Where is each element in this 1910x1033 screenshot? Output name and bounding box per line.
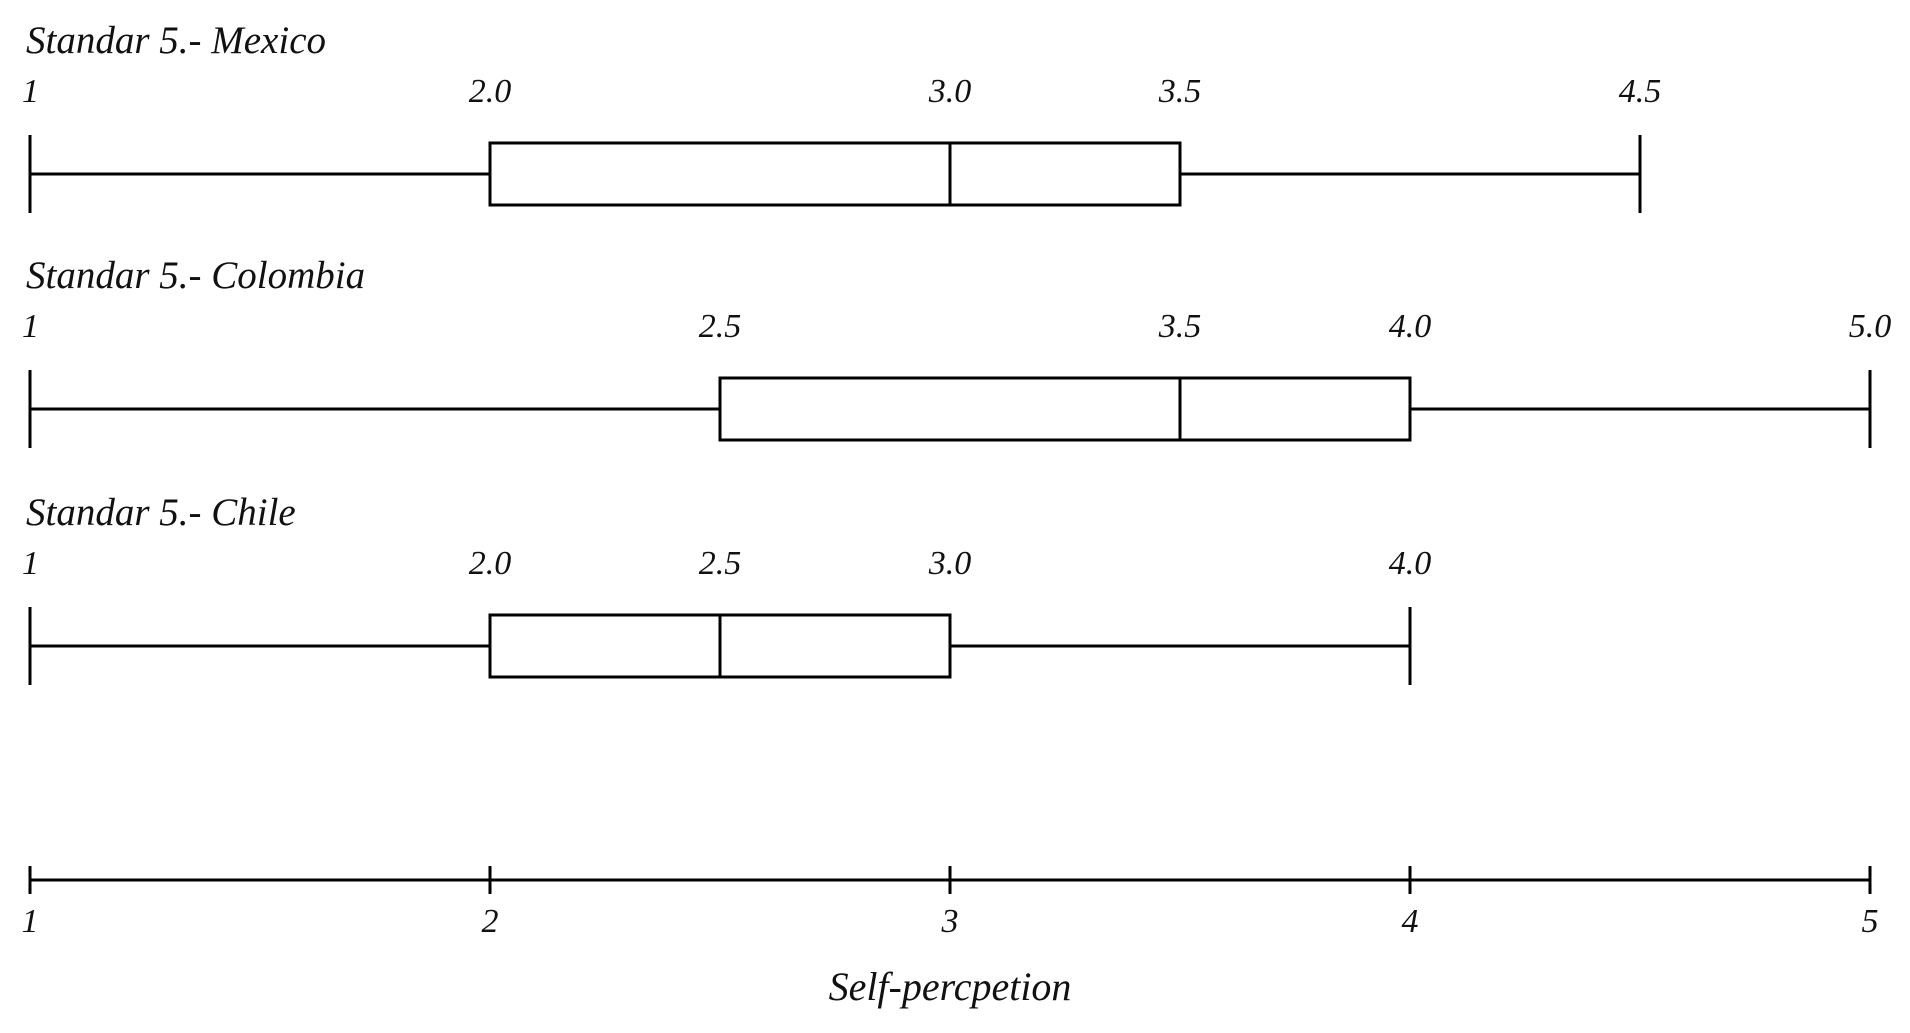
- x-axis-tick-label: 4: [1401, 903, 1419, 940]
- x-axis-line: [28, 866, 1872, 894]
- value-label: 4.0: [1388, 308, 1432, 345]
- boxplot-graphic-chile: [28, 607, 1412, 685]
- value-label: 3.5: [1158, 308, 1202, 345]
- x-axis-title: Self-percpetion: [828, 964, 1072, 1009]
- boxplot-graphic-colombia: [28, 370, 1872, 448]
- value-label: 3.0: [928, 545, 972, 582]
- value-label: 5.0: [1848, 308, 1892, 345]
- boxplot-panel-colombia: Standar 5.- Colombia 1 2.5 3.5 4.0 5.0: [0, 255, 1910, 452]
- value-label: 2.0: [468, 545, 512, 582]
- value-label: 4.5: [1618, 73, 1662, 110]
- value-label: 3.5: [1158, 73, 1202, 110]
- value-label: 2.5: [698, 545, 742, 582]
- x-axis-tick-label: 5: [1861, 903, 1879, 940]
- panel-title-chile: Standar 5.- Chile: [26, 491, 296, 534]
- boxplot-graphic-mexico: [28, 135, 1642, 213]
- value-label: 2.5: [698, 308, 742, 345]
- x-axis-tick-label: 3: [941, 903, 959, 940]
- value-label: 1: [22, 308, 39, 345]
- panel-title-mexico: Standar 5.- Mexico: [26, 19, 327, 62]
- value-label: 1: [22, 545, 39, 582]
- value-label: 2.0: [468, 73, 512, 110]
- value-label: 4.0: [1388, 545, 1432, 582]
- value-label: 3.0: [928, 73, 972, 110]
- x-axis-tick-label: 1: [21, 903, 39, 940]
- boxplot-panel-mexico: Standar 5.- Mexico 1 2.0 3.0 3.5 4.5: [0, 20, 1910, 217]
- panel-title-colombia: Standar 5.- Colombia: [26, 254, 366, 297]
- boxplot-panel-chile: Standar 5.- Chile 1 2.0 2.5 3.0 4.0: [0, 492, 1910, 689]
- value-label: 1: [22, 73, 39, 110]
- x-axis-tick-label: 2: [481, 903, 499, 940]
